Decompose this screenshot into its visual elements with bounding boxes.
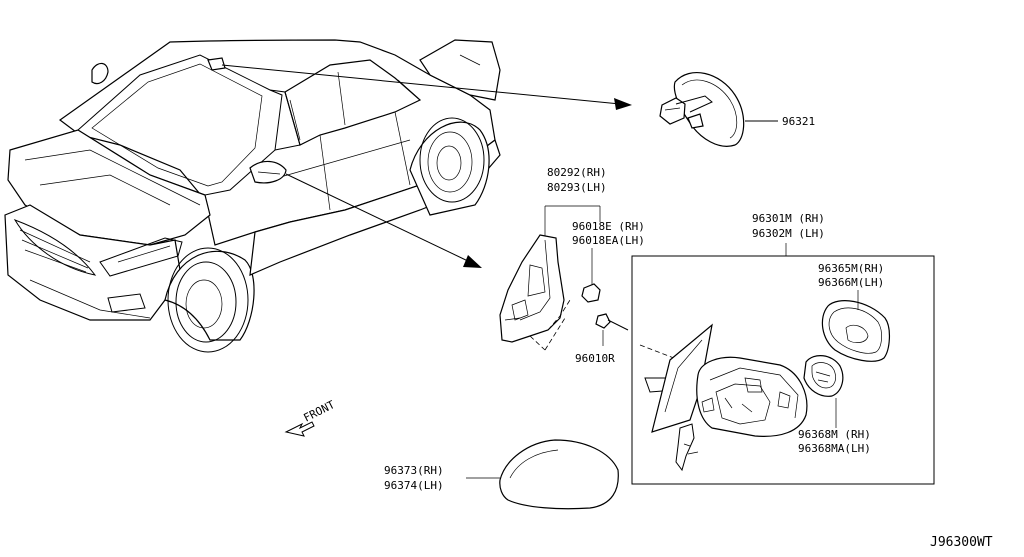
diagram-code: J96300WT [930,535,993,550]
label-actuator-rh: 96368M (RH) [798,428,871,441]
label-cover-rh: 96373(RH) [384,464,444,477]
label-door-mirror-rh: 96301M (RH) [752,212,825,225]
door-mirror-housing [639,323,808,472]
mirror-base-leader [544,205,601,236]
label-mirror-glass-lh: 96366M(LH) [818,276,884,289]
callout-arrows [221,64,632,268]
front-direction-indicator: FRONT [284,398,337,437]
label-screw: 96010R [575,352,615,365]
rear-view-mirror [659,72,778,147]
screw [595,313,629,346]
label-actuator-lh: 96368MA(LH) [798,442,871,455]
label-mirror-base-lh: 80293(LH) [547,181,607,194]
label-bolt-rh: 96018E (RH) [572,220,645,233]
mirror-cover [466,439,619,510]
label-mirror-glass-rh: 96365M(RH) [818,262,884,275]
vehicle-illustration [4,39,501,353]
label-cover-lh: 96374(LH) [384,479,444,492]
mirror-actuator [803,355,844,428]
mirror-base-bracket [499,234,571,351]
label-door-mirror-lh: 96302M (LH) [752,227,825,240]
door-mirror-assembly-box [631,243,935,485]
bolt [581,248,601,303]
mirror-glass [821,290,890,362]
label-bolt-lh: 96018EA(LH) [572,234,645,247]
label-mirror-base-rh: 80292(RH) [547,166,607,179]
front-arrow-label: FRONT [301,398,337,425]
label-rear-view-mirror: 96321 [782,115,815,128]
